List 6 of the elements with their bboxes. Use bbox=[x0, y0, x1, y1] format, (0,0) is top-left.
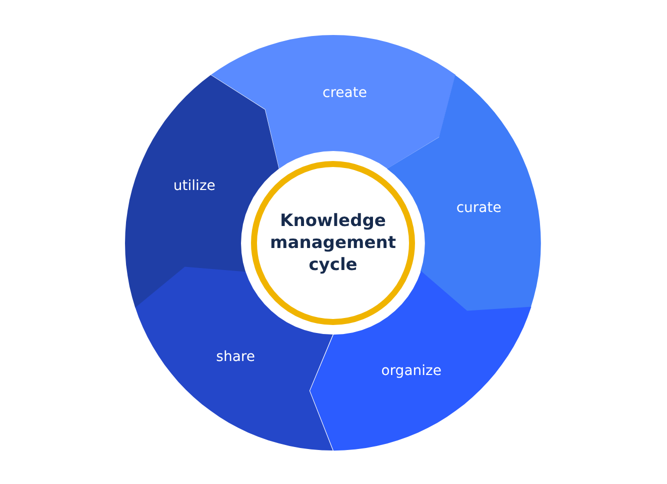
segment-label: share bbox=[216, 349, 255, 366]
center-title: Knowledge management cycle bbox=[269, 210, 397, 276]
segment-label: curate bbox=[456, 200, 502, 216]
segment-label: utilize bbox=[173, 178, 216, 194]
segment-label: organize bbox=[381, 362, 442, 379]
segment-label: create bbox=[322, 85, 367, 102]
